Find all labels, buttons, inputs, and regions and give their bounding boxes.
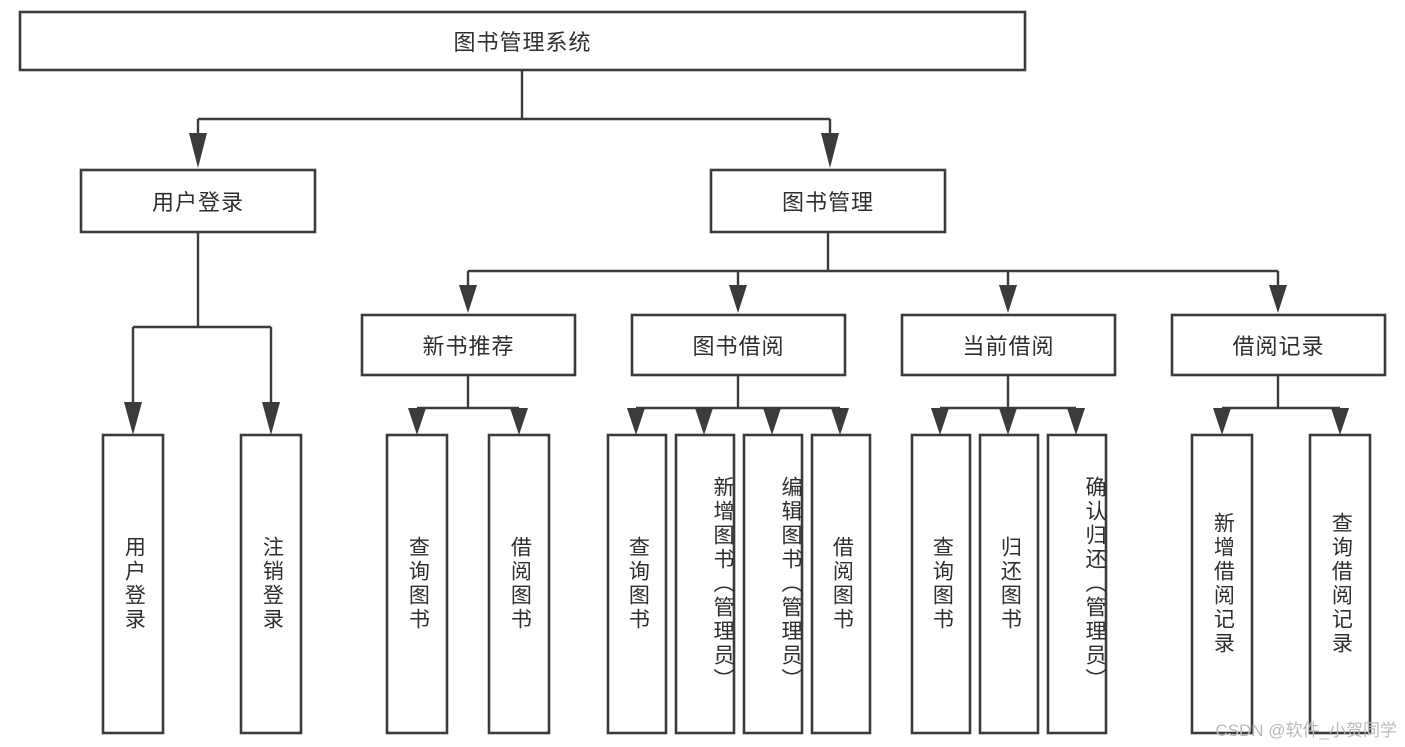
leaf-box-current-borrow-2[interactable] (978, 433, 1040, 735)
leaf-box-current-borrow-1[interactable] (910, 433, 972, 735)
leaf-box-user-login-1[interactable] (101, 433, 165, 735)
arrow-current-borrow-leaf-2 (999, 408, 1017, 435)
leaf-box-book-borrow-2[interactable] (674, 433, 736, 735)
arrow-to-new-book-rec (459, 285, 477, 313)
arrow-user-login-leaf-1 (124, 402, 142, 435)
arrow-user-login-leaf-2 (262, 402, 280, 435)
leaf-box-borrow-record-2[interactable] (1308, 433, 1372, 735)
arrow-book-borrow-leaf-3 (763, 408, 781, 435)
arrow-book-borrow-leaf-4 (831, 408, 849, 435)
arrow-to-current-borrow (999, 285, 1017, 313)
arrow-new-book-rec-leaf-2 (510, 408, 528, 435)
node-borrow-record-box[interactable] (1170, 313, 1387, 377)
arrow-book-borrow-leaf-2 (695, 408, 713, 435)
arrow-borrow-record-leaf-1 (1213, 408, 1231, 435)
arrow-current-borrow-leaf-1 (931, 408, 949, 435)
leaf-box-current-borrow-3[interactable] (1046, 433, 1108, 735)
node-new-book-rec-box[interactable] (360, 313, 577, 377)
arrow-current-borrow-leaf-3 (1067, 408, 1085, 435)
node-user-login-box[interactable] (79, 168, 317, 234)
leaf-box-book-borrow-4[interactable] (810, 433, 872, 735)
leaf-box-user-login-2[interactable] (239, 433, 303, 735)
arrow-new-book-rec-leaf-1 (408, 408, 426, 435)
arrow-borrow-record-leaf-2 (1331, 408, 1349, 435)
arrow-to-book-borrow (729, 285, 747, 313)
arrow-root-to-user-login (189, 133, 207, 168)
leaf-box-borrow-record-1[interactable] (1190, 433, 1254, 735)
arrow-book-borrow-leaf-1 (627, 408, 645, 435)
leaf-box-book-borrow-1[interactable] (606, 433, 668, 735)
arrow-to-borrow-record (1269, 285, 1287, 313)
node-book-mgmt-box[interactable] (709, 168, 947, 234)
node-root-box[interactable] (18, 10, 1027, 72)
node-current-borrow-box[interactable] (900, 313, 1117, 377)
leaf-box-new-book-rec-2[interactable] (487, 433, 551, 735)
leaf-box-book-borrow-3[interactable] (742, 433, 804, 735)
arrow-root-to-book-mgmt (821, 133, 839, 168)
node-book-borrow-box[interactable] (630, 313, 847, 377)
leaf-box-new-book-rec-1[interactable] (385, 433, 449, 735)
